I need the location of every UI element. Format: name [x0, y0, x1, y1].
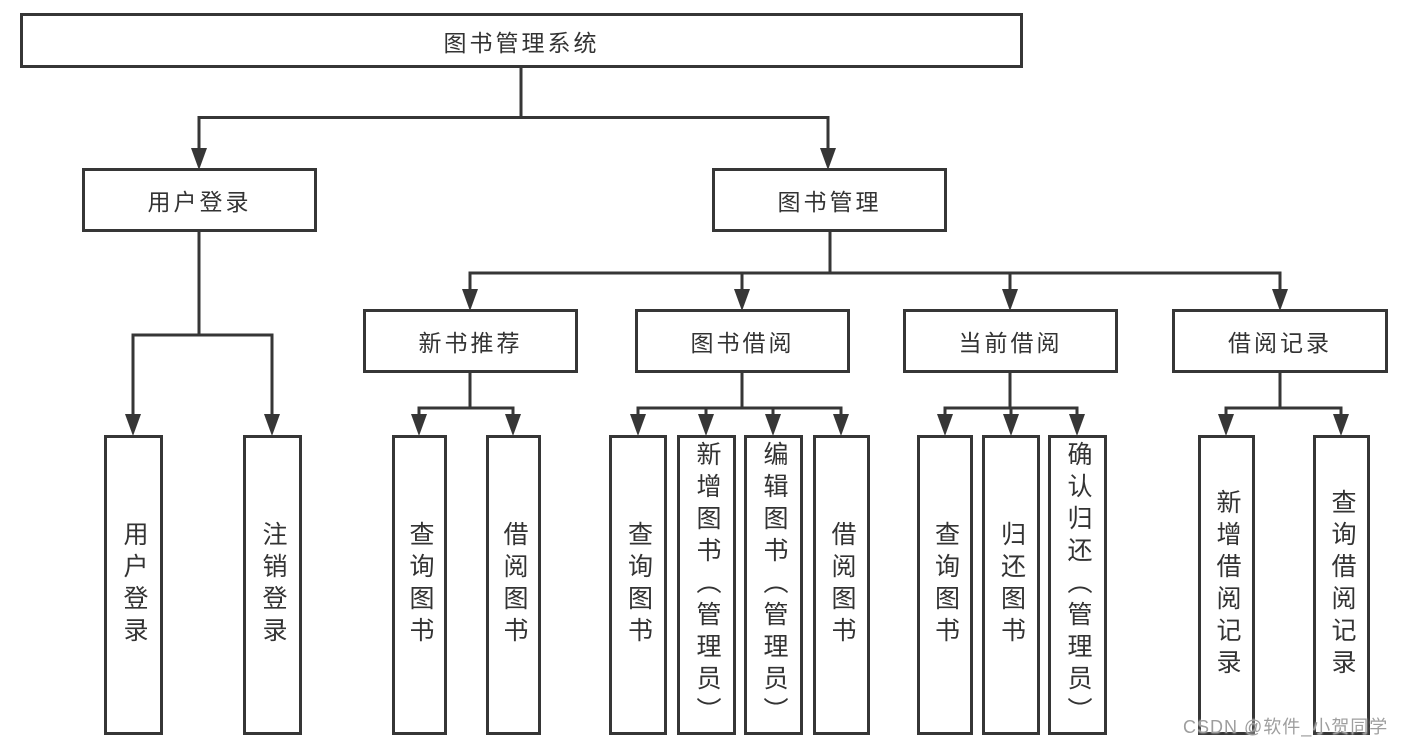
- leaf-label: 查询图书: [624, 521, 653, 649]
- leaf-label: 借阅图书: [828, 521, 856, 649]
- leaf-label: 注销登录: [259, 521, 287, 649]
- leaf-label: 编辑图书（管理员）: [760, 441, 788, 729]
- leaf-label: 用户登录: [120, 521, 148, 649]
- leaf-label: 查询图书: [931, 521, 960, 649]
- leaf-label: 查询借阅记录: [1328, 489, 1356, 681]
- leaf-label: 归还图书: [997, 521, 1026, 649]
- node-label: 图书管理: [777, 189, 882, 215]
- leaf-bb-borrow-books: 借阅图书: [813, 435, 870, 735]
- leaf-bb-add-books-admin: 新增图书（管理员）: [677, 435, 736, 735]
- leaf-label: 查询图书: [406, 521, 434, 649]
- node-user-login: 用户登录: [82, 168, 317, 232]
- leaf-bb-edit-books-admin: 编辑图书（管理员）: [744, 435, 803, 735]
- node-new-book-recommend: 新书推荐: [363, 309, 578, 373]
- leaf-user-login: 用户登录: [104, 435, 163, 735]
- node-label: 当前借阅: [958, 330, 1063, 356]
- leaf-label: 确认归还（管理员）: [1064, 441, 1092, 729]
- leaf-label: 借阅图书: [500, 521, 528, 649]
- node-book-borrow: 图书借阅: [635, 309, 850, 373]
- csdn-watermark: CSDN @软件_小贺同学: [1183, 717, 1389, 737]
- node-library-management-system: 图书管理系统: [20, 13, 1023, 68]
- node-label: 图书管理系统: [443, 29, 600, 56]
- leaf-label: 新增图书（管理员）: [693, 441, 721, 729]
- node-label: 借阅记录: [1228, 330, 1332, 356]
- leaf-nb-query-books: 查询图书: [392, 435, 447, 735]
- node-label: 用户登录: [147, 189, 252, 215]
- node-label: 新书推荐: [418, 330, 523, 356]
- leaf-cb-confirm-return-admin: 确认归还（管理员）: [1048, 435, 1107, 735]
- leaf-cb-query-books: 查询图书: [917, 435, 973, 735]
- leaf-cb-return-books: 归还图书: [982, 435, 1040, 735]
- leaf-br-query-record: 查询借阅记录: [1313, 435, 1370, 735]
- node-current-borrow: 当前借阅: [903, 309, 1118, 373]
- leaf-logout-login: 注销登录: [243, 435, 302, 735]
- leaf-bb-query-books: 查询图书: [609, 435, 667, 735]
- leaf-br-add-record: 新增借阅记录: [1198, 435, 1255, 735]
- leaf-label: 新增借阅记录: [1213, 489, 1241, 681]
- leaf-nb-borrow-books: 借阅图书: [486, 435, 541, 735]
- node-book-management: 图书管理: [712, 168, 947, 232]
- node-borrow-records: 借阅记录: [1172, 309, 1388, 373]
- node-label: 图书借阅: [690, 330, 795, 356]
